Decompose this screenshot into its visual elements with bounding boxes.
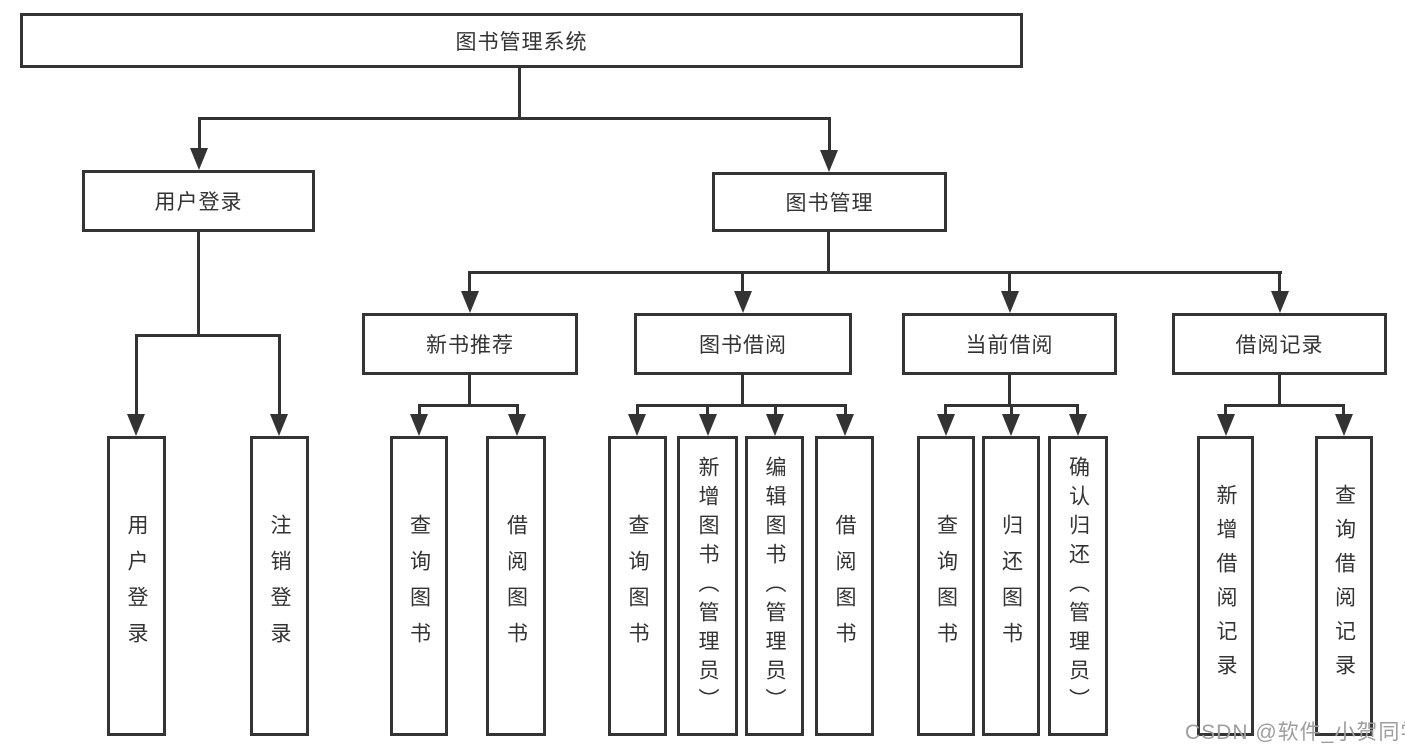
node-user-login-label: 用户登录 xyxy=(154,191,243,214)
arrowhead-borrow-records xyxy=(1271,291,1289,313)
leaf-borrow-books: 借阅图书 xyxy=(815,436,874,736)
node-book-management: 图书管理 xyxy=(712,172,947,232)
csdn-watermark: CSDN @软件_小贺同学 xyxy=(1185,721,1405,744)
leaf-confirm-return-admin: 确认归还（管理员） xyxy=(1048,436,1108,736)
leaf-logout: 注销登录 xyxy=(250,436,309,736)
leaf-return-books-label: 归还图书 xyxy=(999,514,1023,658)
node-book-management-label: 图书管理 xyxy=(785,192,874,215)
leaf-edit-books-admin: 编辑图书（管理员） xyxy=(745,436,804,736)
connector-user-login-branch xyxy=(135,334,281,337)
leaf-query-books-recommend: 查询图书 xyxy=(390,436,448,736)
connector-to-leaf-add-books xyxy=(706,404,709,416)
leaf-user-login-label: 用户登录 xyxy=(125,514,148,658)
leaf-add-borrow-record-label: 新增借阅记录 xyxy=(1214,484,1237,688)
leaf-query-borrow-record: 查询借阅记录 xyxy=(1315,436,1373,736)
connector-borrow-records-branch xyxy=(1225,404,1345,407)
arrowhead-leaf-user-login xyxy=(127,414,145,436)
leaf-query-books-borrow: 查询图书 xyxy=(608,436,667,736)
connector-to-leaf-borrow-books xyxy=(844,404,847,416)
arrowhead-leaf-return-books xyxy=(1002,414,1020,436)
arrowhead-leaf-query-record xyxy=(1335,414,1353,436)
connector-root-stub xyxy=(518,66,521,118)
arrowhead-user-login xyxy=(190,148,208,170)
leaf-borrow-books-recommend-label: 借阅图书 xyxy=(504,514,528,658)
connector-new-book-recommend-branch xyxy=(418,404,519,407)
connector-to-leaf-query-record xyxy=(1342,404,1345,416)
arrowhead-leaf-add-books xyxy=(699,414,717,436)
connector-new-book-recommend-stub xyxy=(468,375,471,406)
connector-to-leaf-add-record xyxy=(1224,404,1227,416)
node-borrow-records: 借阅记录 xyxy=(1172,313,1387,375)
connector-to-leaf-query-borrow xyxy=(636,404,639,416)
connector-current-borrow-stub xyxy=(1008,375,1011,406)
connector-to-leaf-borrow-recommend xyxy=(516,404,519,416)
node-user-login: 用户登录 xyxy=(82,170,315,232)
connector-book-borrow-branch xyxy=(636,404,847,407)
leaf-confirm-return-admin-label: 确认归还（管理员） xyxy=(1066,455,1090,717)
connector-to-leaf-query-recommend xyxy=(418,404,421,416)
connector-borrow-records-stub xyxy=(1278,375,1281,406)
node-current-borrow: 当前借阅 xyxy=(902,313,1117,375)
arrowhead-leaf-query-recommend xyxy=(410,414,428,436)
leaf-borrow-books-recommend: 借阅图书 xyxy=(486,436,546,736)
arrowhead-leaf-confirm-return xyxy=(1069,414,1087,436)
leaf-logout-label: 注销登录 xyxy=(268,514,291,658)
node-root-label: 图书管理系统 xyxy=(455,30,588,54)
arrowhead-book-borrow xyxy=(734,291,752,313)
connector-user-login-stub xyxy=(197,232,200,335)
arrowhead-leaf-query-borrow xyxy=(628,414,646,436)
node-new-book-recommend: 新书推荐 xyxy=(362,313,578,375)
connector-root-branch xyxy=(198,117,831,120)
node-root: 图书管理系统 xyxy=(20,13,1023,68)
leaf-query-books-recommend-label: 查询图书 xyxy=(407,514,431,658)
connector-to-leaf-confirm-return xyxy=(1076,404,1079,416)
connector-to-book-borrow xyxy=(741,271,744,292)
leaf-query-borrow-record-label: 查询借阅记录 xyxy=(1332,484,1356,688)
arrowhead-leaf-query-current xyxy=(937,414,955,436)
connector-to-leaf-edit-books xyxy=(774,404,777,416)
connector-to-book-management xyxy=(828,117,831,152)
arrowhead-leaf-logout xyxy=(270,414,288,436)
node-current-borrow-label: 当前借阅 xyxy=(965,334,1054,357)
leaf-return-books: 归还图书 xyxy=(982,436,1040,736)
connector-to-leaf-user-login xyxy=(135,334,138,415)
leaf-edit-books-admin-label: 编辑图书（管理员） xyxy=(763,455,786,717)
node-new-book-recommend-label: 新书推荐 xyxy=(426,334,514,357)
arrowhead-leaf-borrow-recommend xyxy=(508,414,526,436)
arrowhead-new-book-recommend xyxy=(461,291,479,313)
leaf-add-books-admin: 新增图书（管理员） xyxy=(677,436,738,736)
leaf-query-books-current-label: 查询图书 xyxy=(934,514,958,658)
arrowhead-current-borrow xyxy=(1001,291,1019,313)
connector-to-user-login xyxy=(198,117,201,150)
leaf-borrow-books-label: 借阅图书 xyxy=(833,514,856,658)
connector-to-borrow-records xyxy=(1278,271,1281,292)
node-borrow-records-label: 借阅记录 xyxy=(1235,334,1324,357)
arrowhead-leaf-add-record xyxy=(1217,414,1235,436)
leaf-user-login: 用户登录 xyxy=(107,436,166,736)
arrowhead-leaf-edit-books xyxy=(766,414,784,436)
arrowhead-book-management xyxy=(820,150,838,172)
connector-to-leaf-query-current xyxy=(944,404,947,416)
leaf-query-books-borrow-label: 查询图书 xyxy=(626,514,649,658)
node-book-borrow-label: 图书借阅 xyxy=(699,334,787,357)
connector-to-leaf-logout xyxy=(278,334,281,415)
leaf-add-books-admin-label: 新增图书（管理员） xyxy=(696,455,719,717)
leaf-query-books-current: 查询图书 xyxy=(917,436,975,736)
leaf-add-borrow-record: 新增借阅记录 xyxy=(1197,436,1254,736)
connector-to-new-book-recommend xyxy=(468,271,471,292)
connector-to-current-borrow xyxy=(1008,271,1011,292)
connector-book-borrow-stub xyxy=(741,375,744,406)
arrowhead-leaf-borrow-books xyxy=(836,414,854,436)
connector-book-management-branch xyxy=(468,271,1282,274)
connector-to-leaf-return-books xyxy=(1010,404,1013,416)
node-book-borrow: 图书借阅 xyxy=(634,313,852,375)
connector-book-management-stub xyxy=(827,232,830,274)
